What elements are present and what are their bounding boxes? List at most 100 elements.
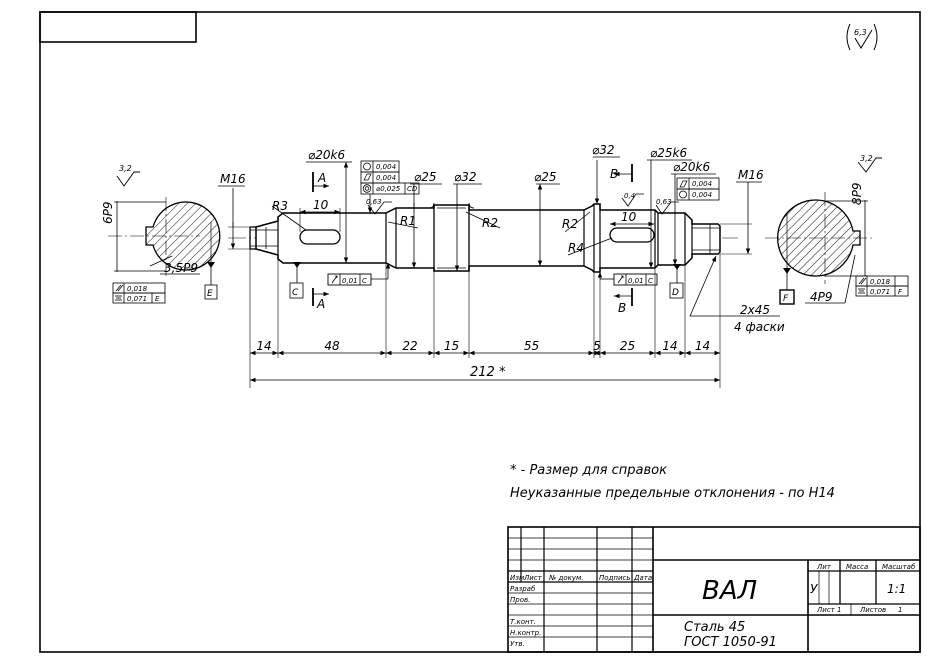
diameter-dimensions: M16 ⌀20k6 ⌀25 ⌀32 ⌀25 ⌀32 ⌀25k6 ⌀20k6 xyxy=(218,143,764,271)
right-tol-datum: F xyxy=(898,288,903,296)
dia-25-left-label: ⌀25 xyxy=(414,170,437,184)
r1-label: R1 xyxy=(400,214,416,228)
col-date: Дата xyxy=(633,574,652,582)
tol-left-1: 0,004 xyxy=(376,163,396,171)
datum-f-label: F xyxy=(783,294,789,304)
sheet-frame xyxy=(39,11,921,653)
mass-label: Масса xyxy=(846,563,868,571)
note-tolerances: Неуказанные предельные отклонения - по H… xyxy=(510,486,835,501)
datum-c-label: C xyxy=(292,288,299,298)
chamfer-note-label: 4 фаски xyxy=(734,320,785,334)
right-roughness-value: 3,2 xyxy=(860,154,873,163)
geometric-tolerance-left: 0,004 0,004 ⌀0,025 CD 0,63 xyxy=(360,160,420,215)
left-tol1: 0,018 xyxy=(127,285,148,293)
dia-32-right-label: ⌀32 xyxy=(592,143,615,157)
section-b-top: B xyxy=(610,167,618,181)
r2a-label: R2 xyxy=(482,216,498,230)
runout-right-ref: C xyxy=(648,277,653,285)
segment-dimension-label: 5 xyxy=(593,339,601,353)
left-tol2: 0,071 xyxy=(127,295,147,303)
dia-25-mid-label: ⌀25 xyxy=(534,170,557,184)
lit-label: Лит xyxy=(816,563,832,571)
r2b-label: R2 xyxy=(562,217,578,231)
general-roughness-mark: 6,3 xyxy=(846,23,878,51)
lit-value: У xyxy=(810,582,818,596)
rough-right-value: 0,63 xyxy=(656,198,672,206)
left-keyway xyxy=(299,229,341,245)
col-sign: Подпись xyxy=(599,574,631,582)
general-roughness-value: 6,3 xyxy=(854,28,867,37)
right-width-label: 4P9 xyxy=(810,290,833,304)
segment-dimension-label: 22 xyxy=(402,339,417,353)
tol-right-1: 0,004 xyxy=(692,180,712,188)
material-line-1: Сталь 45 xyxy=(684,620,745,635)
key-right-width: 10 xyxy=(621,210,637,224)
material-line-2: ГОСТ 1050-91 xyxy=(684,635,777,650)
runout-right-value: 0,01 xyxy=(628,277,644,285)
left-tol-datum: E xyxy=(155,295,160,303)
r3-label: R3 xyxy=(272,199,288,213)
sheets-value: 1 xyxy=(898,606,902,614)
total-length-label: 212 * xyxy=(470,365,506,380)
thread-right-label: M16 xyxy=(738,168,764,182)
rough-collar-value: 0,4 xyxy=(624,192,635,200)
radius-annotations: R3 R1 R2 R2 R4 10 10 xyxy=(271,198,654,256)
segment-dimension-label: 48 xyxy=(324,339,340,353)
datum-e-label: E xyxy=(207,289,213,299)
tol-left-2: 0,004 xyxy=(376,174,396,182)
section-markers: A A B B xyxy=(312,164,633,315)
dia-20k6-left-label: ⌀20k6 xyxy=(308,148,345,162)
shaft-view xyxy=(228,202,738,273)
key-left-width: 10 xyxy=(313,198,329,212)
row-utv: Утв. xyxy=(510,640,525,648)
tol-right-2: 0,004 xyxy=(692,191,712,199)
col-list: Лист xyxy=(523,574,543,582)
r4-label: R4 xyxy=(568,241,584,255)
notes-block: * - Размер для справок Неуказанные преде… xyxy=(510,463,835,501)
dia-20k6-right-label: ⌀20k6 xyxy=(673,160,710,174)
section-a-top: A xyxy=(317,171,326,185)
part-title: ВАЛ xyxy=(702,576,757,606)
row-prov: Пров. xyxy=(510,596,530,604)
tol-left-3: ⌀0,025 xyxy=(376,185,401,193)
segment-dimension-label: 14 xyxy=(695,339,710,353)
left-roughness-value: 3,2 xyxy=(119,164,132,173)
right-tol2: 0,071 xyxy=(870,288,890,296)
geometric-tolerance-right: 0,004 0,004 0,63 0,4 xyxy=(621,177,720,215)
chamfer-label: 2x45 xyxy=(740,303,770,317)
left-depth-label: 6P9 xyxy=(101,201,115,224)
row-tkont: Т.конт. xyxy=(510,618,536,626)
note-reference-size: * - Размер для справок xyxy=(510,463,667,478)
col-doc: № докум. xyxy=(548,574,584,582)
col-izm: Изм xyxy=(510,574,525,582)
segment-dimension-label: 14 xyxy=(256,339,271,353)
dia-32-collar-label: ⌀32 xyxy=(454,170,477,184)
section-b-bottom: B xyxy=(618,301,626,315)
datum-markers: C D xyxy=(289,262,684,299)
sheets-label: Листов xyxy=(859,606,886,614)
scale-label: Масштаб xyxy=(882,563,916,571)
segment-dimension-label: 15 xyxy=(444,339,459,353)
scale-value: 1:1 xyxy=(887,582,906,596)
right-keyway xyxy=(609,227,655,243)
right-tol1: 0,018 xyxy=(870,278,891,286)
runout-left-ref: C xyxy=(362,277,367,285)
runout-left-value: 0,01 xyxy=(342,277,358,285)
segment-dimension-label: 14 xyxy=(662,339,677,353)
datum-d-label: D xyxy=(672,288,679,298)
rough-left-value: 0,63 xyxy=(366,198,382,206)
section-a-bottom: A xyxy=(316,297,325,311)
row-nkontr: Н.контр. xyxy=(510,629,541,637)
segment-dimension-label: 25 xyxy=(620,339,635,353)
thread-left-label: M16 xyxy=(220,172,246,186)
segment-dimension-label: 55 xyxy=(524,339,539,353)
title-block: Изм Лист № докум. Подпись Дата Разраб Пр… xyxy=(507,526,921,653)
left-section-view: 6P9 3,2 3,5P9 0,018 0,071 E E xyxy=(101,164,221,304)
tol-left-3-ref: CD xyxy=(407,185,418,193)
sheet-label: Лист 1 xyxy=(816,606,841,614)
row-razrab: Разраб xyxy=(510,585,536,593)
right-section-view: 8P9 3,2 4P9 0,018 0,071 F F xyxy=(765,154,909,305)
dia-25k6-label: ⌀25k6 xyxy=(650,146,687,160)
